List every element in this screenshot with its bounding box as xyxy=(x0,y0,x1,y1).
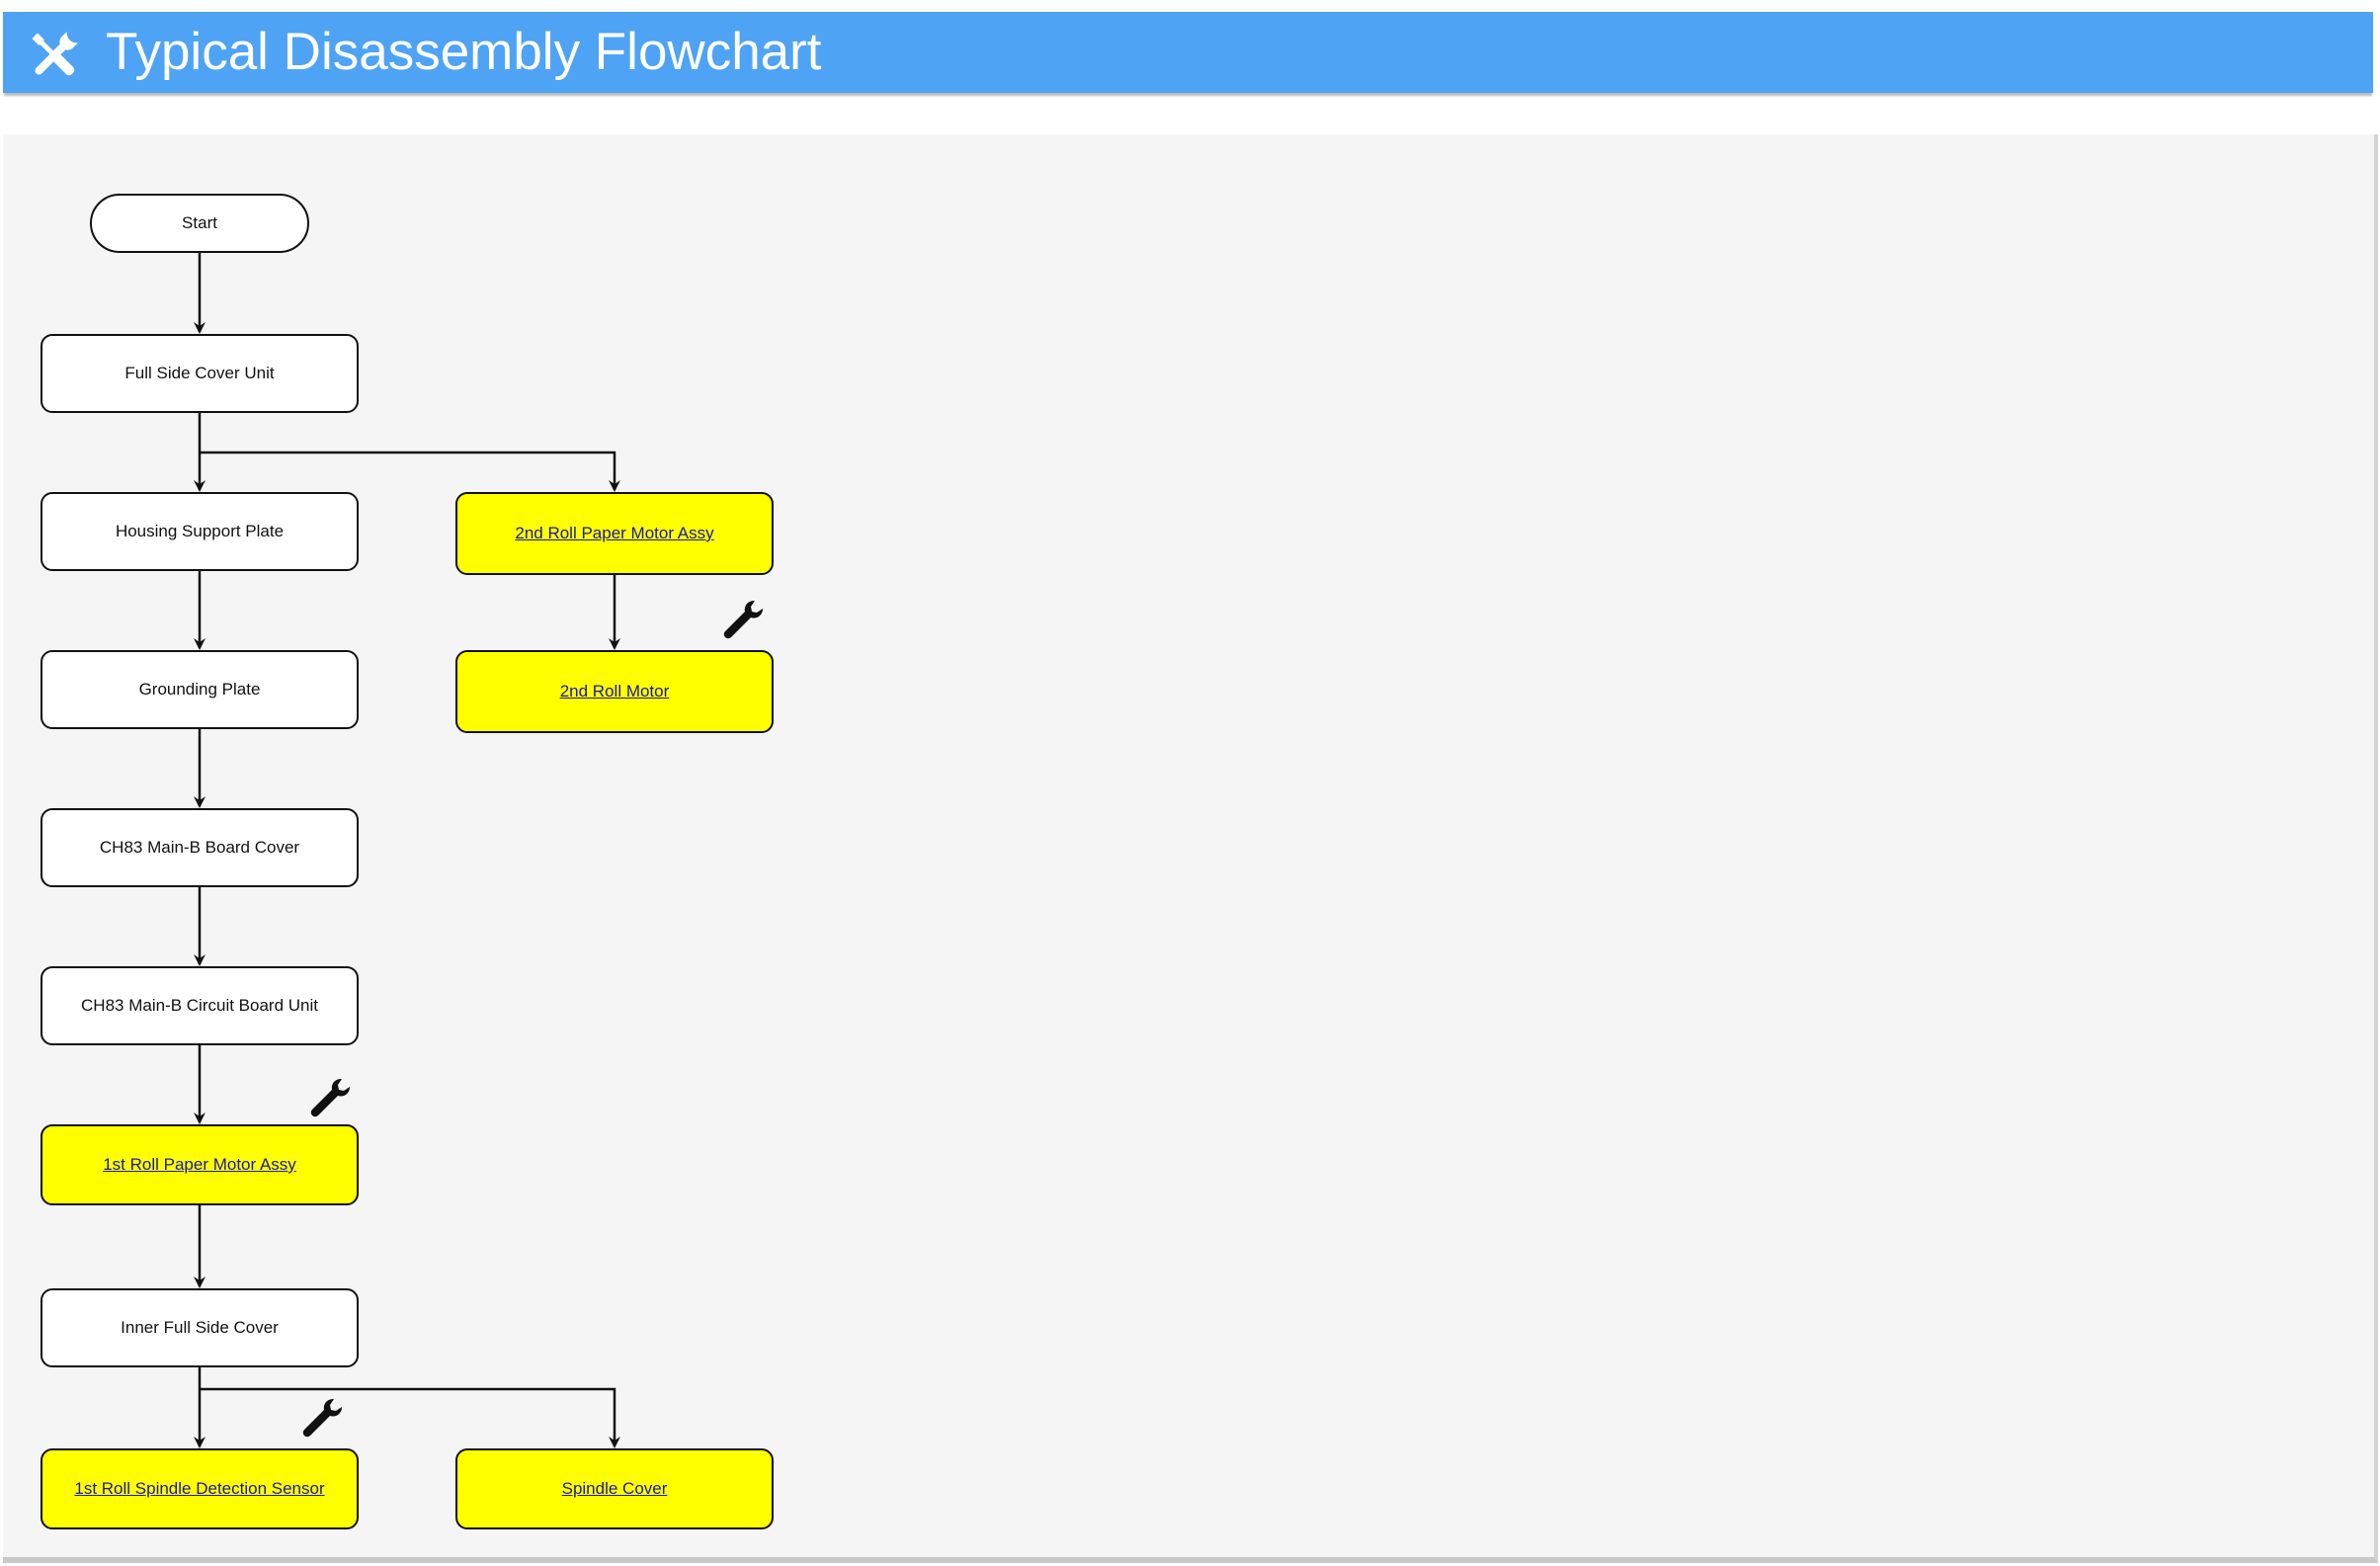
node-spindle-cover[interactable]: Spindle Cover xyxy=(455,1448,774,1529)
node-ch83-main-b-circuit-board-unit: CH83 Main-B Circuit Board Unit xyxy=(41,966,359,1045)
node-full-side-cover-unit: Full Side Cover Unit xyxy=(41,334,359,413)
connector-full-side-cover-to-2nd-roll-assy xyxy=(200,451,620,492)
node-inner-full-side-cover: Inner Full Side Cover xyxy=(41,1288,359,1367)
title-bar: Typical Disassembly Flowchart xyxy=(3,12,2373,93)
node-label: Inner Full Side Cover xyxy=(121,1318,279,1337)
node-ch83-main-b-board-cover: CH83 Main-B Board Cover xyxy=(41,808,359,887)
page-title: Typical Disassembly Flowchart xyxy=(106,23,822,81)
node-label: CH83 Main-B Board Cover xyxy=(99,838,300,857)
node-label: CH83 Main-B Circuit Board Unit xyxy=(81,996,318,1015)
node-link[interactable]: 1st Roll Spindle Detection Sensor xyxy=(74,1479,325,1498)
node-label: Full Side Cover Unit xyxy=(124,364,275,382)
node-label: Grounding Plate xyxy=(138,680,261,699)
node-label: Start xyxy=(182,213,217,232)
node-start: Start xyxy=(90,194,309,253)
wrench-icon xyxy=(302,1398,343,1438)
node-grounding-plate: Grounding Plate xyxy=(41,650,359,729)
node-link[interactable]: 1st Roll Paper Motor Assy xyxy=(103,1155,296,1174)
tools-icon xyxy=(32,31,79,76)
flowchart-canvas xyxy=(3,134,2378,1563)
node-housing-support-plate: Housing Support Plate xyxy=(41,492,359,571)
node-label: Housing Support Plate xyxy=(115,522,285,540)
wrench-icon xyxy=(310,1078,351,1117)
connector-inner-cover-to-spindle-cover xyxy=(200,1387,620,1448)
node-1st-roll-paper-motor-assy[interactable]: 1st Roll Paper Motor Assy xyxy=(41,1124,359,1205)
node-2nd-roll-motor[interactable]: 2nd Roll Motor xyxy=(455,650,774,733)
node-link[interactable]: 2nd Roll Paper Motor Assy xyxy=(515,524,714,542)
node-1st-roll-spindle-detection-sensor[interactable]: 1st Roll Spindle Detection Sensor xyxy=(41,1448,359,1529)
node-link[interactable]: Spindle Cover xyxy=(561,1479,668,1498)
wrench-icon xyxy=(723,600,764,639)
node-link[interactable]: 2nd Roll Motor xyxy=(559,682,670,701)
node-2nd-roll-paper-motor-assy[interactable]: 2nd Roll Paper Motor Assy xyxy=(455,492,774,575)
